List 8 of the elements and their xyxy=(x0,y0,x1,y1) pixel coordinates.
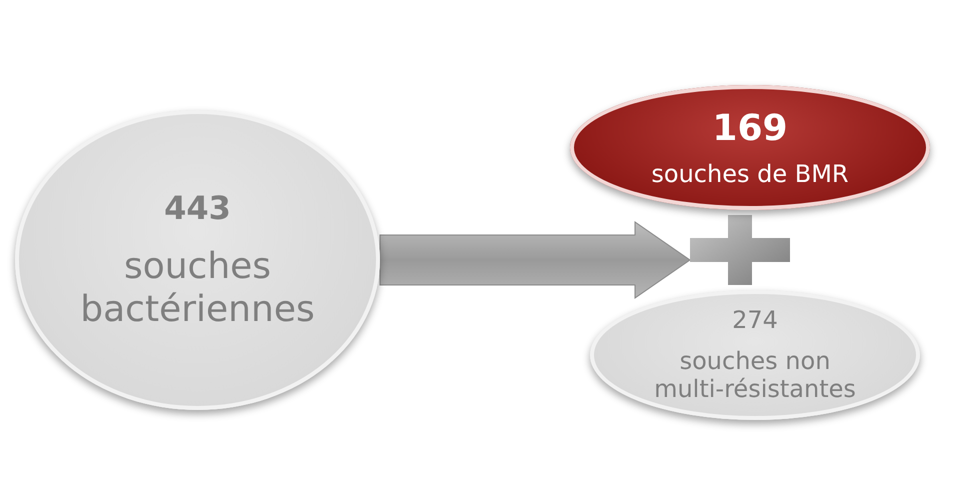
node-label: souches de BMR xyxy=(651,160,849,188)
count-label: 169 xyxy=(712,106,788,150)
count-label: 274 xyxy=(732,306,778,335)
node-label: souches bactériennes xyxy=(79,245,316,332)
count-label: 443 xyxy=(164,188,231,227)
node-label: souches non multi-résistantes xyxy=(653,346,857,404)
plus-icon xyxy=(690,215,790,285)
block-arrow xyxy=(380,221,691,299)
